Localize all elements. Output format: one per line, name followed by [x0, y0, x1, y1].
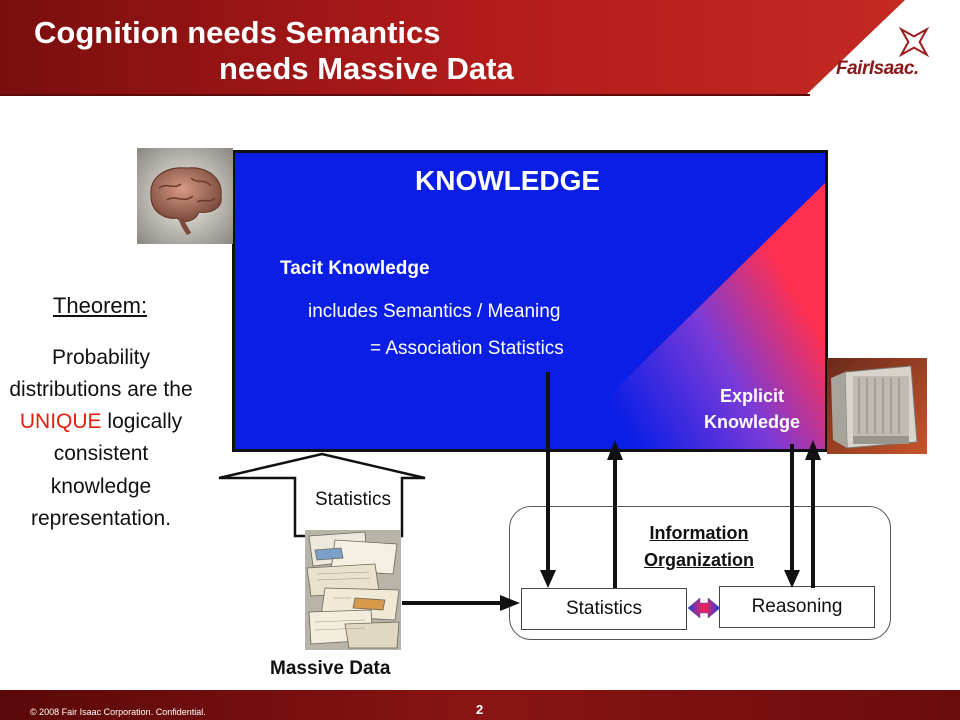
slide-header: Cognition needs Semantics needs Massive …: [0, 0, 960, 96]
reasoning-node: Reasoning: [719, 586, 875, 628]
massive-data-to-statistics-arrow: [402, 595, 520, 611]
server-rack-image: [827, 358, 927, 454]
copyright-text: © 2008 Fair Isaac Corporation. Confident…: [30, 707, 206, 717]
massive-data-label: Massive Data: [270, 658, 391, 679]
association-statistics-label: = Association Statistics: [370, 338, 564, 359]
brain-image: [137, 148, 233, 244]
knowledge-box: [232, 150, 828, 452]
knowledge-title: KNOWLEDGE: [415, 165, 601, 196]
statistics-arrow-label: Statistics: [314, 489, 392, 510]
slide-title-line-1: Cognition needs Semantics: [34, 15, 441, 50]
fair-isaac-logo: FairIsaac.: [836, 58, 919, 79]
information-organization-label: Information Organization: [643, 523, 754, 570]
theorem-heading: Theorem:: [52, 293, 148, 318]
theorem-body: Probability distributions are the UNIQUE…: [4, 342, 198, 535]
theorem-unique-emphasis: UNIQUE: [19, 410, 102, 434]
fair-isaac-star-icon: [898, 26, 930, 58]
slide-footer: [0, 690, 960, 720]
slide-title-line-2: needs Massive Data: [219, 51, 514, 86]
paper-stack-image: [305, 530, 401, 650]
statistics-node: Statistics: [521, 588, 687, 630]
knowledge-gradient: [235, 153, 825, 449]
explicit-knowledge-label: Explicit Knowledge: [703, 386, 800, 433]
tacit-knowledge-label: Tacit Knowledge: [280, 258, 430, 279]
header-banner: [0, 0, 905, 96]
theorem-text-start: Probability distributions are the: [9, 346, 193, 402]
theorem-text-end: logically consistent knowledge represent…: [30, 410, 183, 530]
page-number: 2: [476, 702, 484, 717]
statistics-up-arrow: [218, 452, 426, 538]
semantics-label: includes Semantics / Meaning: [308, 301, 561, 322]
